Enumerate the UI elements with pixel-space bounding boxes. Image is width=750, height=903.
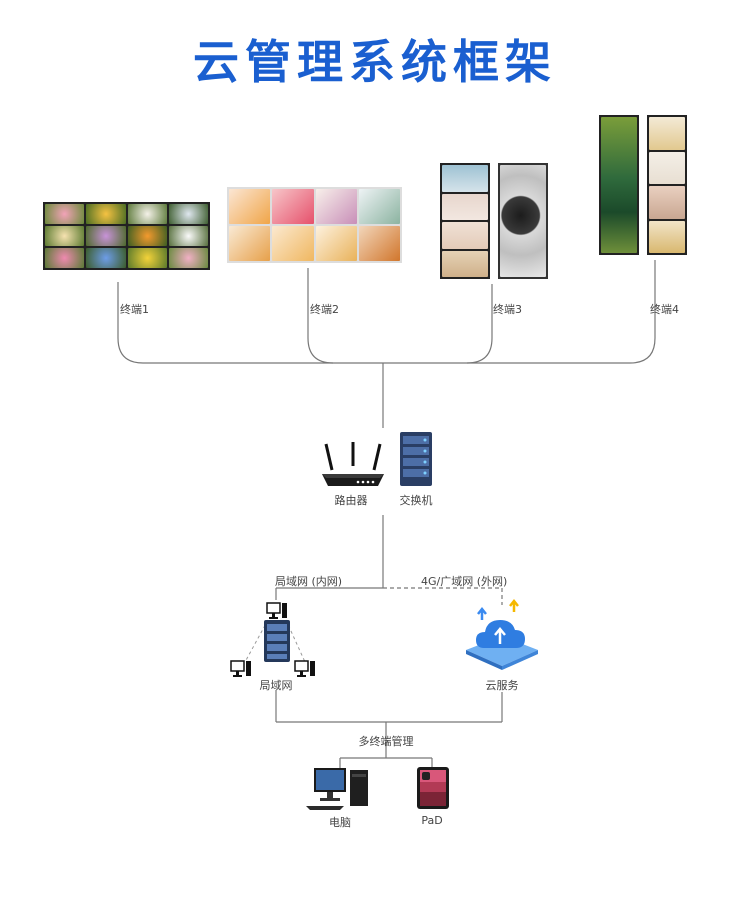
page-title: 云管理系统框架 <box>193 35 557 89</box>
tablet-icon <box>417 767 449 809</box>
terminal1-screen <box>43 202 210 270</box>
terminal3-screen-left <box>440 163 490 279</box>
router-label: 路由器 <box>334 494 368 507</box>
cloud-label: 云服务 <box>485 679 519 692</box>
terminal4-screen-left <box>599 115 639 255</box>
pad-label: PaD <box>421 814 443 827</box>
pc-label: 电脑 <box>329 816 351 829</box>
switch-label: 交换机 <box>399 494 433 507</box>
terminal3-wire <box>466 284 493 364</box>
lan-pc-right-icon <box>294 660 315 677</box>
terminal1-label: 终端1 <box>120 303 149 316</box>
terminal3-screen-right <box>498 163 548 279</box>
terminal4-screen-right <box>647 115 687 255</box>
lan-label: 局域网 <box>259 679 293 692</box>
lan-link-label: 局域网 (内网) <box>275 575 343 588</box>
lan-pc-top-icon <box>266 602 287 619</box>
terminal2-label: 终端2 <box>310 303 339 316</box>
cloud-service-icon <box>466 598 538 670</box>
desktop-pc-icon <box>306 768 368 810</box>
wan-link-label: 4G/广域网 (外网) <box>421 575 508 588</box>
terminal2-wire <box>307 268 334 364</box>
lan-server-icon <box>264 620 290 662</box>
terminal4-label: 终端4 <box>650 303 679 316</box>
switch-icon <box>400 432 432 486</box>
multi-terminal-label: 多终端管理 <box>358 735 414 748</box>
lan-pc-left-icon <box>230 660 251 677</box>
terminal3-label: 终端3 <box>493 303 522 316</box>
terminal1-wire <box>117 260 656 364</box>
terminal2-screen <box>227 187 402 263</box>
router-icon <box>322 442 384 486</box>
